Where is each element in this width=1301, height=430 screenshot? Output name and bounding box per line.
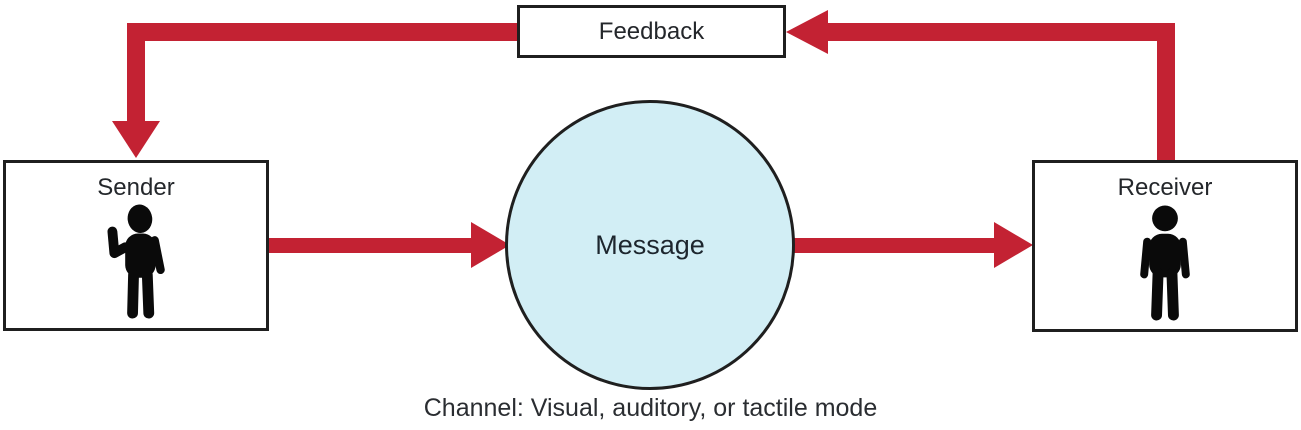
arrow-message-to-receiver <box>794 238 996 253</box>
message-label: Message <box>595 229 705 260</box>
arrow-feedback-to-sender-horizontal <box>127 23 517 41</box>
feedback-label: Feedback <box>598 17 705 45</box>
sender-label: Sender <box>97 174 175 201</box>
arrow-feedback-to-sender-vertical <box>127 23 145 123</box>
arrow-sender-to-message <box>269 238 473 253</box>
waving-person-icon <box>107 204 165 319</box>
arrowhead-into-receiver-icon <box>994 222 1033 268</box>
standing-person-icon <box>1140 205 1190 321</box>
arrowhead-into-sender-icon <box>112 121 160 158</box>
sender-node: Sender <box>3 160 269 331</box>
arrow-receiver-to-feedback-horizontal <box>826 23 1175 41</box>
arrowhead-into-feedback-icon <box>786 10 828 54</box>
message-node: Message <box>505 100 795 390</box>
channel-caption: Channel: Visual, auditory, or tactile mo… <box>423 394 878 422</box>
arrowhead-into-message-icon <box>471 222 510 268</box>
receiver-node: Receiver <box>1032 160 1298 332</box>
feedback-node: Feedback <box>517 5 786 58</box>
receiver-label: Receiver <box>1117 174 1213 201</box>
arrow-receiver-to-feedback-vertical <box>1157 23 1175 162</box>
